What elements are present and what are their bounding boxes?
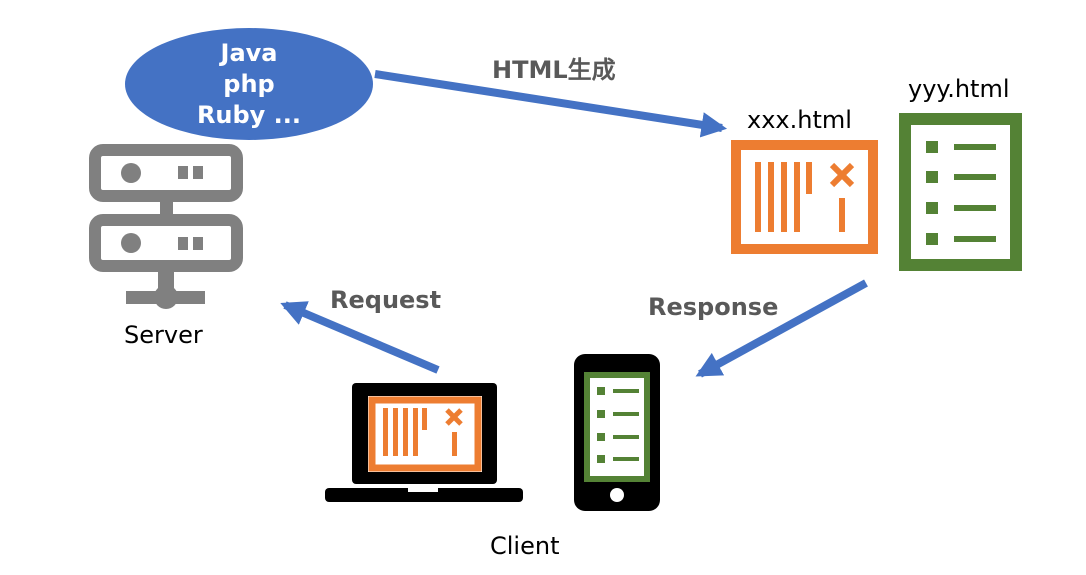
server-label: Server bbox=[124, 321, 203, 349]
xxx-html-label: xxx.html bbox=[747, 106, 852, 134]
request-label: Request bbox=[330, 286, 442, 314]
list-document-icon bbox=[899, 113, 1022, 271]
request-arrow bbox=[280, 301, 440, 374]
smartphone-icon bbox=[574, 354, 660, 511]
response-arrow bbox=[695, 279, 868, 378]
language-bubble bbox=[125, 28, 373, 140]
html-generation-arrow bbox=[374, 70, 728, 138]
language-item: Ruby ... bbox=[196, 100, 302, 129]
language-item: php bbox=[223, 69, 275, 98]
yyy-html-label: yyy.html bbox=[908, 75, 1010, 103]
html-generation-label: HTML生成 bbox=[492, 56, 616, 84]
language-item: Java bbox=[220, 38, 278, 67]
document-icon bbox=[731, 140, 878, 254]
laptop-icon bbox=[325, 383, 523, 502]
response-label: Response bbox=[648, 293, 779, 321]
server-icon bbox=[89, 144, 243, 309]
client-label: Client bbox=[490, 532, 560, 560]
language-list: Java php Ruby ... bbox=[125, 28, 373, 140]
